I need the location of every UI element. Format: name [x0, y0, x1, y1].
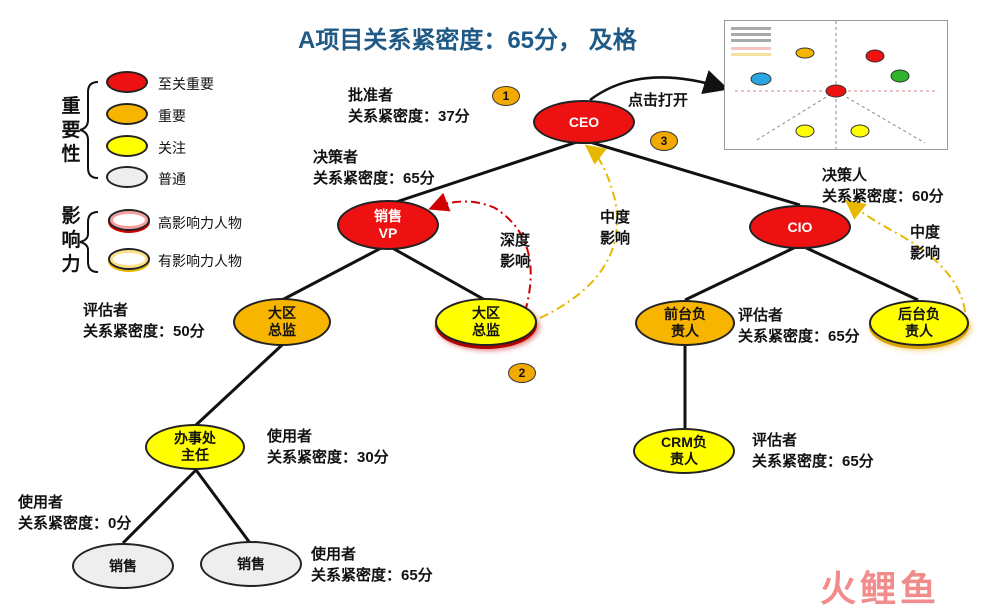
vp-label: 决策者 关系紧密度：65分 — [313, 149, 435, 187]
legend-swatch-critical — [106, 71, 148, 93]
legend-item-important: 重要 — [158, 108, 186, 124]
edge-vp-rd1 — [281, 243, 388, 302]
page-title: A项目关系紧密度：65分， 及格 — [298, 27, 637, 54]
importance-label: 重 要 性 — [61, 96, 81, 165]
legend-item-influential: 有影响力人物 — [158, 253, 242, 269]
node-region-director-1[interactable]: 大区 总监 — [233, 298, 331, 346]
mid-influence-label-2: 中度 影响 — [910, 224, 941, 262]
edge-office-sales1 — [121, 468, 198, 545]
badge-1: 1 — [492, 86, 520, 106]
ceo-label: 批准者 关系紧密度：37分 — [348, 87, 470, 125]
crm-label: 评估者 关系紧密度：65分 — [752, 432, 874, 470]
sales1-label: 使用者 关系紧密度：0分 — [18, 494, 132, 532]
office-label: 使用者 关系紧密度：30分 — [267, 428, 389, 466]
edge-vp-rd2 — [386, 243, 486, 302]
edge-office-sales2 — [194, 469, 252, 544]
sales2-label: 使用者 关系紧密度：65分 — [311, 546, 433, 584]
legend-item-high-influence: 高影响力人物 — [158, 215, 242, 231]
legend-swatch-high-influence — [108, 209, 150, 231]
click-open-arrow — [589, 70, 729, 101]
mid-influence-arrow-1 — [539, 144, 619, 319]
edge-cio-back — [799, 243, 919, 302]
badge-2: 2 — [508, 363, 536, 383]
node-front-desk[interactable]: 前台负 责人 — [635, 300, 735, 346]
node-sales-1[interactable]: 销售 — [72, 543, 174, 589]
rd1-label: 评估者 关系紧密度：50分 — [83, 302, 205, 340]
watermark-logo: 火鲤鱼 — [820, 568, 941, 609]
cio-label: 决策人 关系紧密度：60分 — [822, 167, 944, 205]
legend-item-normal: 普通 — [158, 171, 186, 187]
click-open-label[interactable]: 点击打开 — [628, 92, 689, 109]
node-sales-vp[interactable]: 销售 VP — [337, 200, 439, 250]
node-crm-head[interactable]: CRM负 责人 — [633, 428, 735, 474]
mid-influence-label-1: 中度 影响 — [600, 209, 631, 247]
node-cio[interactable]: CIO — [749, 205, 851, 249]
edge-ceo-cio — [582, 138, 801, 207]
node-ceo[interactable]: CEO — [533, 100, 635, 144]
legend-swatch-normal — [106, 166, 148, 188]
edge-ceo-vp — [386, 138, 584, 207]
legend-swatch-attention — [106, 135, 148, 157]
influence-brace — [79, 211, 99, 273]
edge-rd1-office — [194, 343, 284, 427]
badge-3: 3 — [650, 131, 678, 151]
deep-influence-label: 深度 影响 — [500, 232, 531, 270]
node-region-director-2[interactable]: 大区 总监 — [435, 298, 537, 346]
deep-influence-arrow — [428, 192, 532, 313]
relationship-map-thumbnail[interactable] — [724, 20, 948, 150]
node-back-desk[interactable]: 后台负 责人 — [869, 300, 969, 346]
legend-swatch-influential — [108, 248, 150, 270]
node-office-head[interactable]: 办事处 主任 — [145, 424, 245, 470]
node-sales-2[interactable]: 销售 — [200, 541, 302, 587]
importance-brace — [79, 81, 99, 179]
legend-item-critical: 至关重要 — [158, 76, 214, 92]
edge-cio-front — [684, 243, 801, 302]
legend-swatch-important — [106, 103, 148, 125]
mid-influence-arrow-2 — [844, 199, 966, 313]
influence-label: 影 响 力 — [61, 206, 81, 275]
legend-item-attention: 关注 — [158, 140, 186, 156]
front-label: 评估者 关系紧密度：65分 — [738, 307, 860, 345]
thumbnail-graphic — [731, 21, 935, 149]
